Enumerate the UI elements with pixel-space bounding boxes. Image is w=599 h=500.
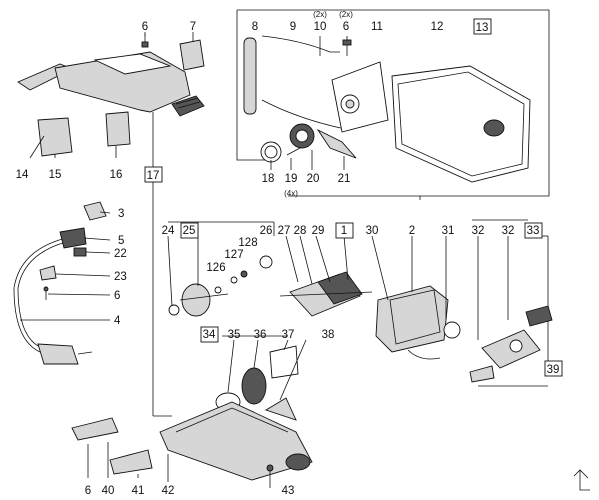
leader-lines <box>20 135 413 478</box>
label-29: 29 <box>312 225 325 237</box>
label-6-top: 6 <box>142 21 148 33</box>
label-32-a: 32 <box>472 225 485 237</box>
label-15: 15 <box>49 169 62 181</box>
top-cover-group <box>17 32 205 157</box>
label-3: 3 <box>118 208 124 220</box>
label-14: 14 <box>16 169 29 181</box>
label-22: 22 <box>114 248 127 260</box>
page-turn-arrow-icon <box>573 469 590 491</box>
part-labels: 6 7 14 15 16 17 8 9 (2x) 10 (2x) 6 11 12… <box>16 10 560 497</box>
label-6-left: 6 <box>114 290 120 302</box>
label-40: 40 <box>102 485 115 497</box>
label-box-1 <box>335 222 354 239</box>
brush-holder-group <box>469 219 563 387</box>
label-20: 20 <box>307 173 320 185</box>
cable-group <box>13 201 107 365</box>
label-4: 4 <box>114 315 121 327</box>
label-1: 1 <box>341 225 347 237</box>
label-9: 9 <box>290 21 296 33</box>
label-33: 33 <box>527 225 540 237</box>
label-25: 25 <box>183 225 196 237</box>
label-127: 127 <box>224 249 243 261</box>
label-34: 34 <box>203 329 216 341</box>
label-16: 16 <box>110 169 123 181</box>
label-36: 36 <box>254 329 267 341</box>
label-13: 13 <box>476 22 489 34</box>
label-128: 128 <box>238 237 257 249</box>
label-19: 19 <box>285 173 298 185</box>
label-box-33 <box>524 222 543 239</box>
label-10: 10 <box>314 21 327 33</box>
label-qty-19: (4x) <box>284 189 298 198</box>
label-qty-6: (2x) <box>339 10 353 19</box>
label-24: 24 <box>162 225 175 237</box>
label-28: 28 <box>294 225 307 237</box>
label-21: 21 <box>338 173 351 185</box>
label-42: 42 <box>162 485 175 497</box>
label-qty-10: (2x) <box>313 10 327 19</box>
motor-cover-group <box>236 9 550 200</box>
label-26: 26 <box>260 225 273 237</box>
label-27: 27 <box>278 225 291 237</box>
label-18: 18 <box>262 173 275 185</box>
label-17: 17 <box>147 170 160 182</box>
label-43: 43 <box>282 485 295 497</box>
label-39: 39 <box>547 364 560 376</box>
label-6-cover: 6 <box>343 21 349 33</box>
armature-group <box>168 221 461 421</box>
label-32-b: 32 <box>502 225 515 237</box>
label-box-17 <box>144 166 163 183</box>
label-box-34 <box>200 326 219 343</box>
label-41: 41 <box>132 485 145 497</box>
label-7: 7 <box>190 21 196 33</box>
label-8: 8 <box>252 21 258 33</box>
label-31: 31 <box>442 225 455 237</box>
label-23: 23 <box>114 271 127 283</box>
label-35: 35 <box>228 329 241 341</box>
label-5: 5 <box>118 235 124 247</box>
label-11: 11 <box>371 21 383 33</box>
label-2: 2 <box>409 225 415 237</box>
label-6-bottom: 6 <box>85 485 91 497</box>
label-38: 38 <box>322 329 335 341</box>
label-box-25 <box>180 222 199 239</box>
label-box-39 <box>544 360 563 377</box>
label-12: 12 <box>431 21 444 33</box>
label-30: 30 <box>366 225 379 237</box>
base-housing-group <box>71 401 313 488</box>
label-box-13 <box>473 18 492 35</box>
label-37: 37 <box>282 329 295 341</box>
label-126: 126 <box>206 262 225 274</box>
